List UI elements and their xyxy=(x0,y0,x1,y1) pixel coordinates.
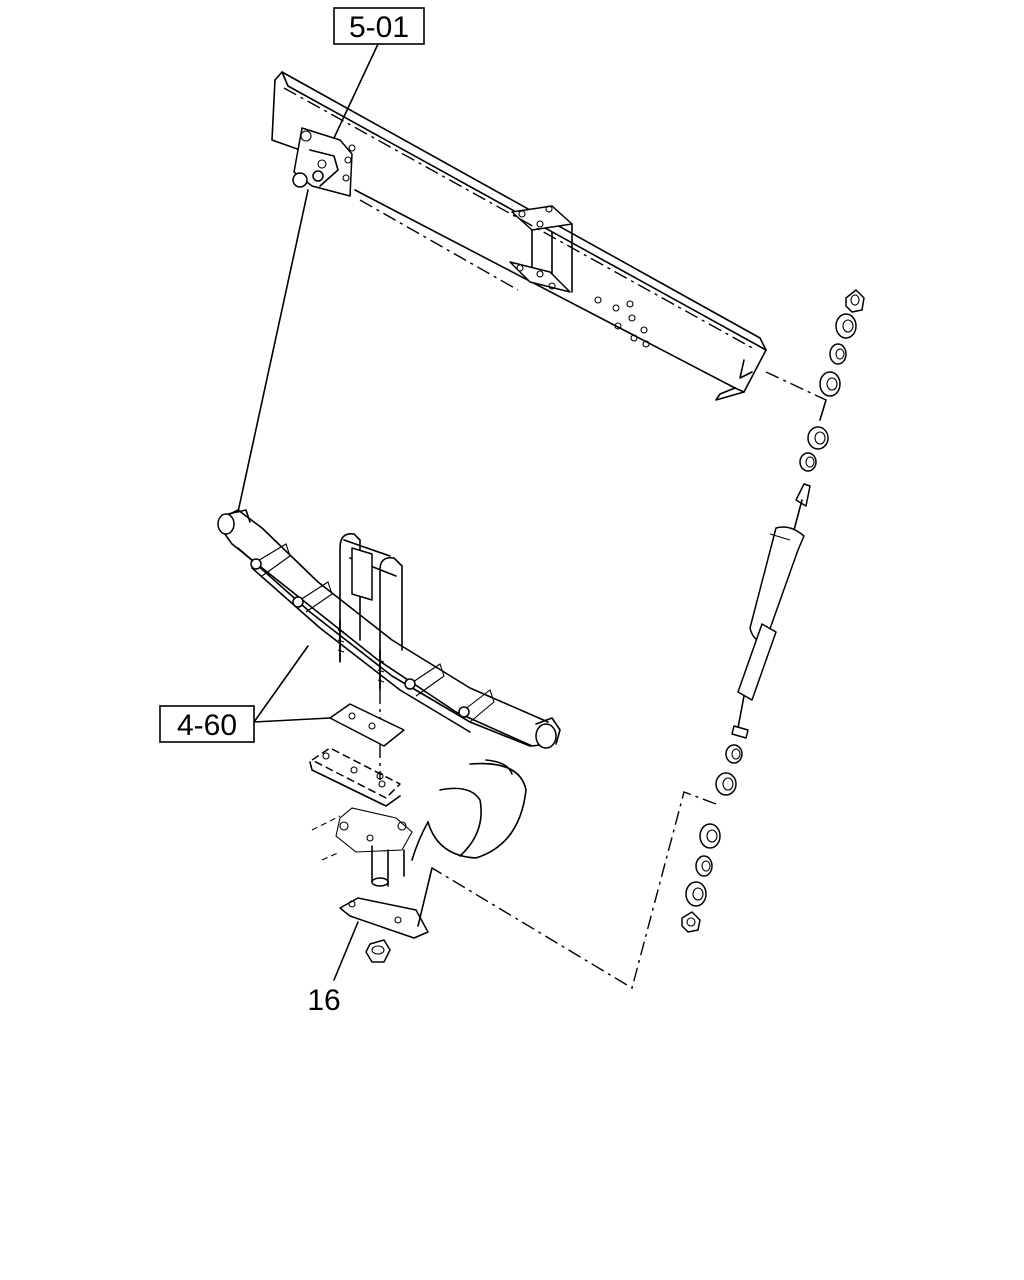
leaf-spring xyxy=(217,509,561,749)
callout-4-60[interactable]: 4-60 xyxy=(159,645,331,743)
callout-5-01[interactable]: 5-01 xyxy=(333,7,425,139)
callout-text-5-01: 5-01 xyxy=(349,11,409,44)
u-bolts xyxy=(337,532,403,780)
callout-16[interactable]: 16 xyxy=(307,921,359,1017)
frame-rail xyxy=(271,71,767,401)
shock-absorber xyxy=(431,289,865,990)
callout-text-4-60: 4-60 xyxy=(177,709,237,742)
axle-assembly xyxy=(309,703,527,963)
callout-text-16: 16 xyxy=(307,984,340,1017)
